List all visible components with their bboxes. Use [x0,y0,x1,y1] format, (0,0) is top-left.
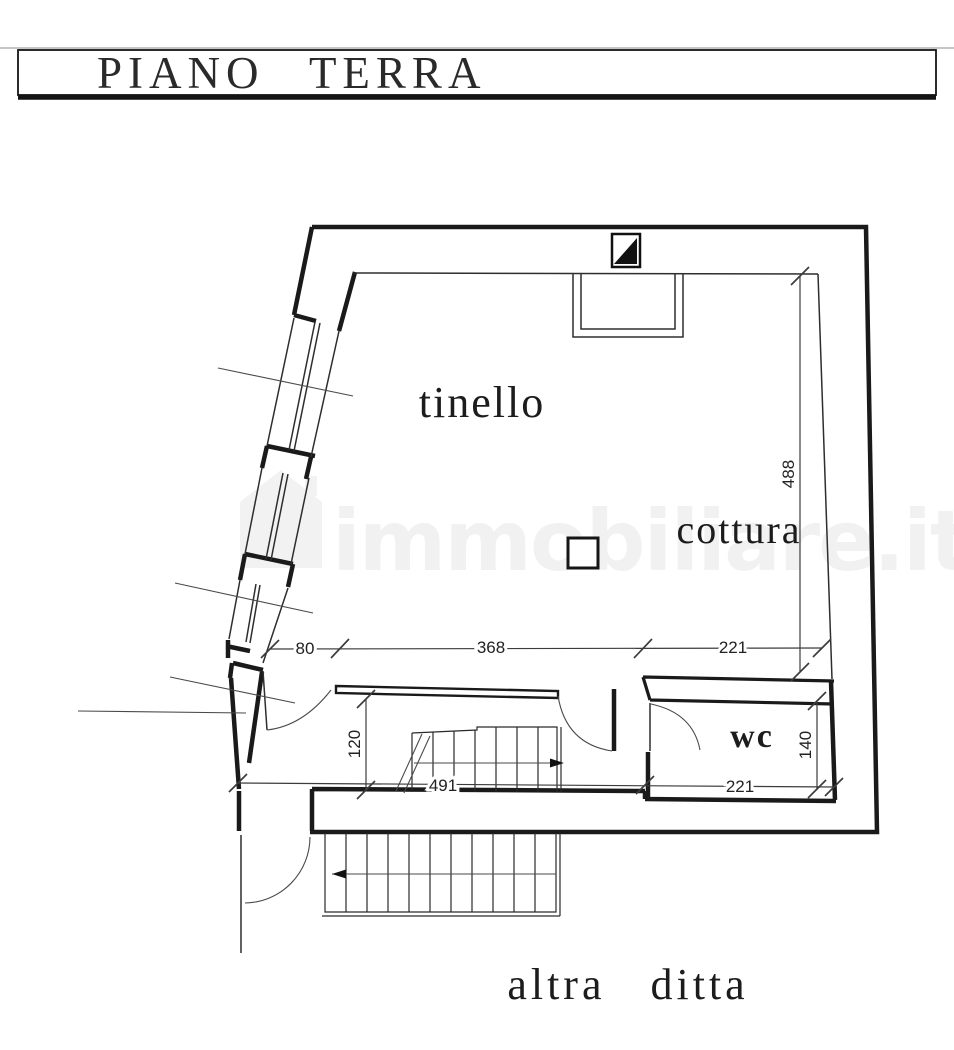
exterior-door-swing [244,836,311,904]
room-label-tinello: tinello [419,378,545,427]
dim-wc-depth: 140 [796,731,815,759]
entry-door-swing [266,689,332,731]
windows [228,317,340,664]
dim-row-ticks [260,638,832,659]
inner-top-wall [353,272,819,275]
flue-triangle [614,238,637,264]
corridor-bottom-wall [309,786,837,831]
stairs-corridor [395,726,564,794]
dim-corridor-width: 120 [345,730,364,758]
ext-stairs-steps [345,833,536,912]
niche-outer [572,274,684,338]
walls [225,224,880,835]
annotation-altra-ditta: altra ditta [507,960,748,1009]
left-wall-bottom [228,671,265,831]
entry-jamb-bottom [227,660,264,679]
stairs-steps [432,727,539,792]
left-wall-top [291,226,358,332]
dim-entry-opening: 80 [296,639,315,658]
outer-wall [310,224,880,835]
stairs-exterior [322,833,561,917]
doors [240,670,701,953]
room-labels: tinello cottura wc altra ditta [419,378,801,1009]
extension-line-left [77,710,247,714]
wc-door-swing [650,703,701,751]
dim-main-width-center: 368 [477,638,505,657]
wc-top-wall [641,675,835,706]
wc-right-wall [828,680,838,801]
window-3 [228,579,289,664]
entry-door-leaf [262,670,268,731]
dim-main-width-right: 221 [719,638,747,657]
window-2 [244,467,310,565]
flue-symbol [610,232,642,269]
reference-lines [77,367,354,714]
dim-corridor-length: 491 [429,776,457,795]
page-title: PIANO TERRA [97,48,486,98]
left-wall-pier-2 [237,551,296,588]
dim-140-ticks [807,691,827,799]
title-bar: PIANO TERRA [0,47,954,100]
dim-bottom-ticks [228,773,844,797]
watermark: immobiliare.it [240,470,954,590]
dim-row-line [269,647,823,650]
dimensions: 80 368 221 488 120 140 491 221 [228,266,844,800]
stairs-up-arrow-icon [550,758,564,768]
left-wall-pier-1 [259,443,316,480]
column-symbol [566,536,600,570]
room-label-wc: wc [730,718,774,755]
vestibule-door-swing [557,695,613,752]
dim-488-ticks [790,266,810,682]
niche [572,274,684,338]
cross-line-2 [174,582,314,614]
stairs-outline [411,726,558,792]
watermark-text: immobiliare.it [332,492,954,590]
window-1 [266,317,340,458]
niche-inner [580,274,676,330]
stairs-down-arrow-icon [332,869,346,879]
inner-wall-lines [353,272,833,680]
ext-stairs-outline [324,833,557,913]
entry-jamb-top [225,640,251,658]
cross-line-1 [217,367,354,397]
cross-line-3 [169,676,296,704]
inner-right-wall [817,273,833,680]
dim-main-depth: 488 [779,460,798,488]
ext-stairs-edge [322,833,561,917]
title-box [17,49,937,96]
dim-bottom-line [237,782,835,788]
dim-wc-width: 221 [726,777,754,796]
house-icon [240,470,322,568]
room-label-cottura: cottura [676,507,801,552]
stairs-break-marks [395,733,431,794]
